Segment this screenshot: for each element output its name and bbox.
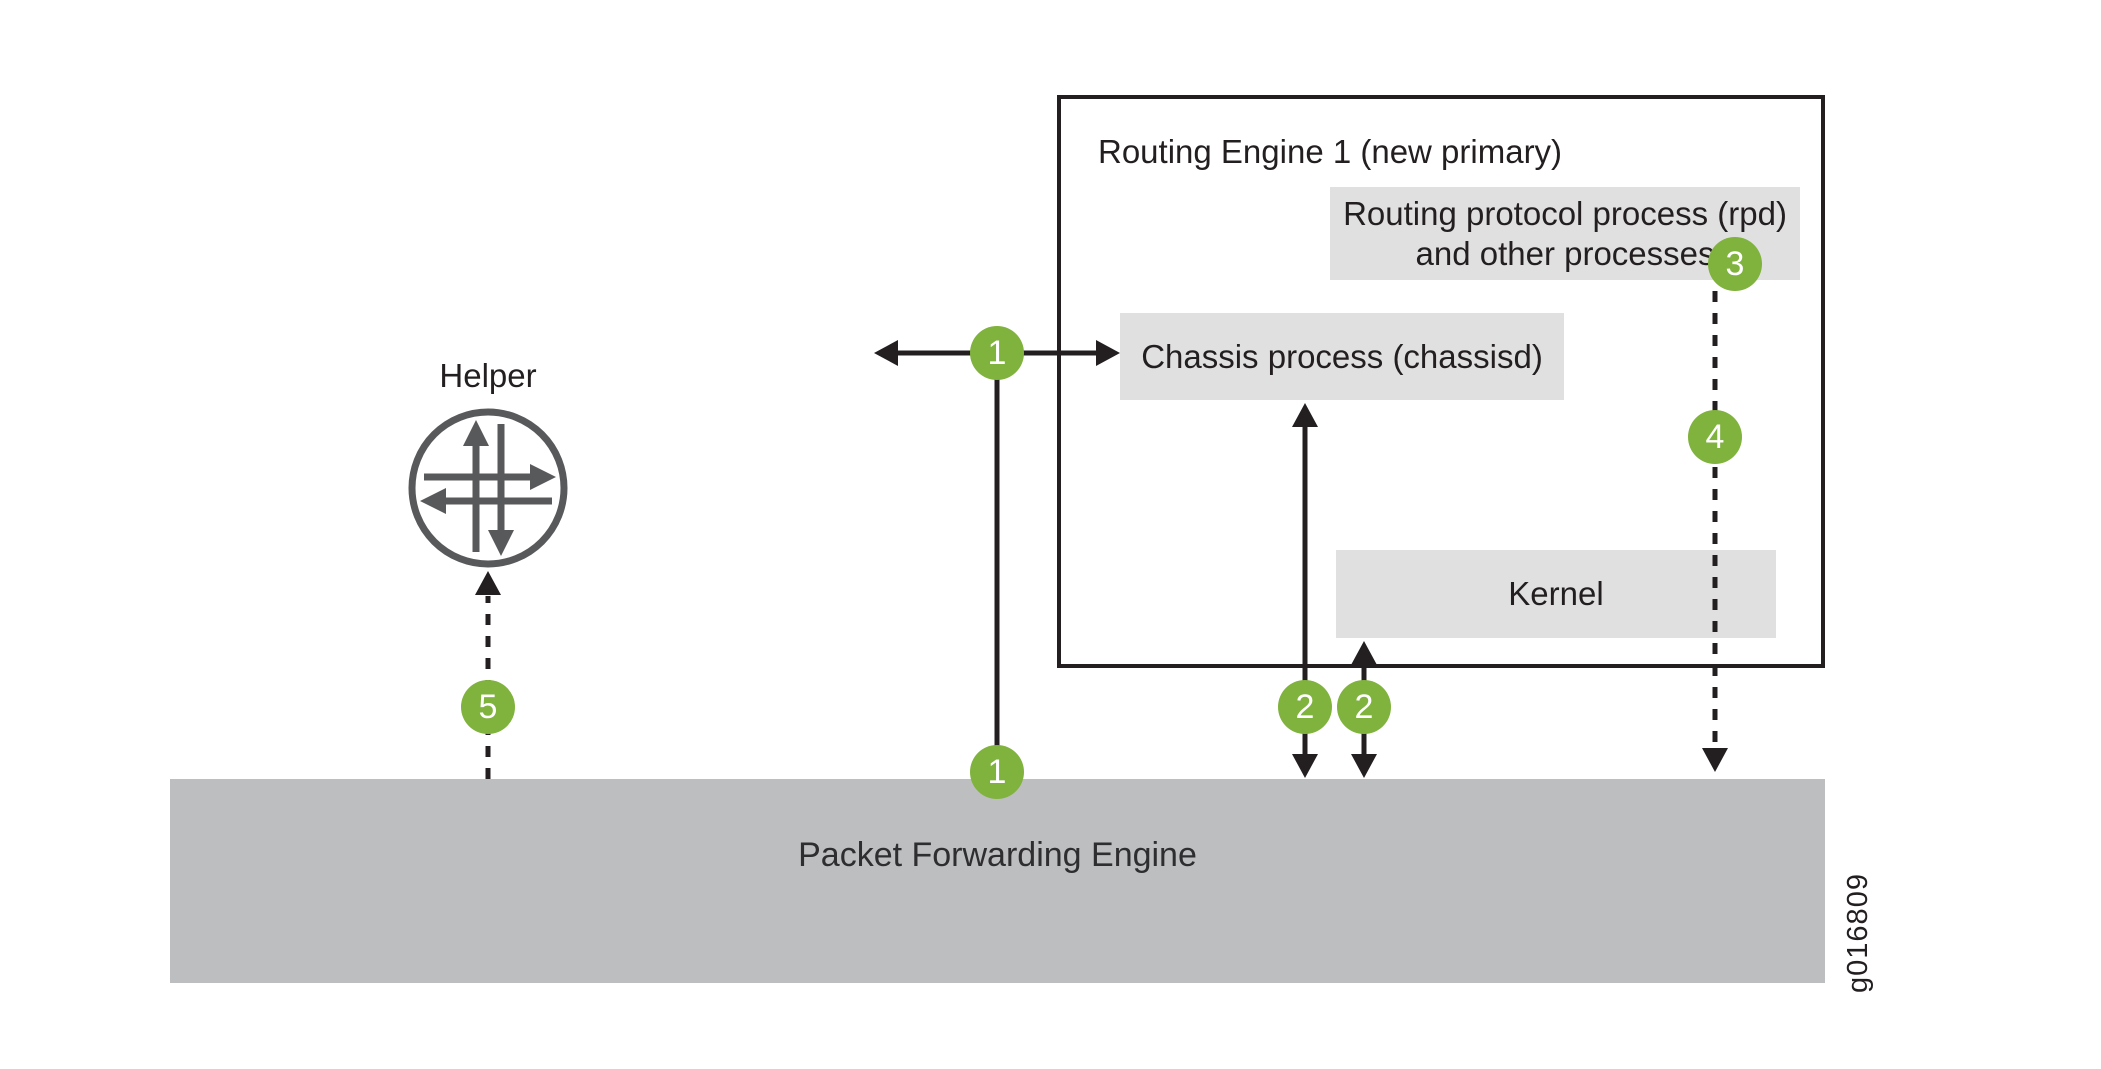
chassis-process-box: Chassis process (chassisd) [1120, 313, 1564, 400]
step-badge-4: 4 [1688, 410, 1742, 464]
helper-label: Helper [439, 357, 537, 394]
step-badge-2-right: 2 [1337, 680, 1391, 734]
router-icon [408, 408, 568, 568]
pfe-helper-dashed-arrow [475, 571, 501, 779]
step-badge-5: 5 [461, 680, 515, 734]
step-badge-1-lower: 1 [970, 745, 1024, 799]
step-badge-1-upper: 1 [970, 326, 1024, 380]
kernel-box: Kernel [1336, 550, 1776, 638]
packet-forwarding-engine-bar: Packet Forwarding Engine [170, 779, 1825, 983]
step-badge-3: 3 [1708, 237, 1762, 291]
rpd-process-box: Routing protocol process (rpd) and other… [1330, 187, 1800, 280]
step-badge-2-left: 2 [1278, 680, 1332, 734]
rpd-process-label-line2: and other processes [1415, 235, 1715, 272]
rpd-process-label-line1: Routing protocol process (rpd) [1343, 195, 1787, 232]
routing-engine-title: Routing Engine 1 (new primary) [1098, 133, 1563, 170]
packet-forwarding-engine-label: Packet Forwarding Engine [798, 836, 1197, 874]
figure-id: g016809 [1842, 873, 1874, 993]
